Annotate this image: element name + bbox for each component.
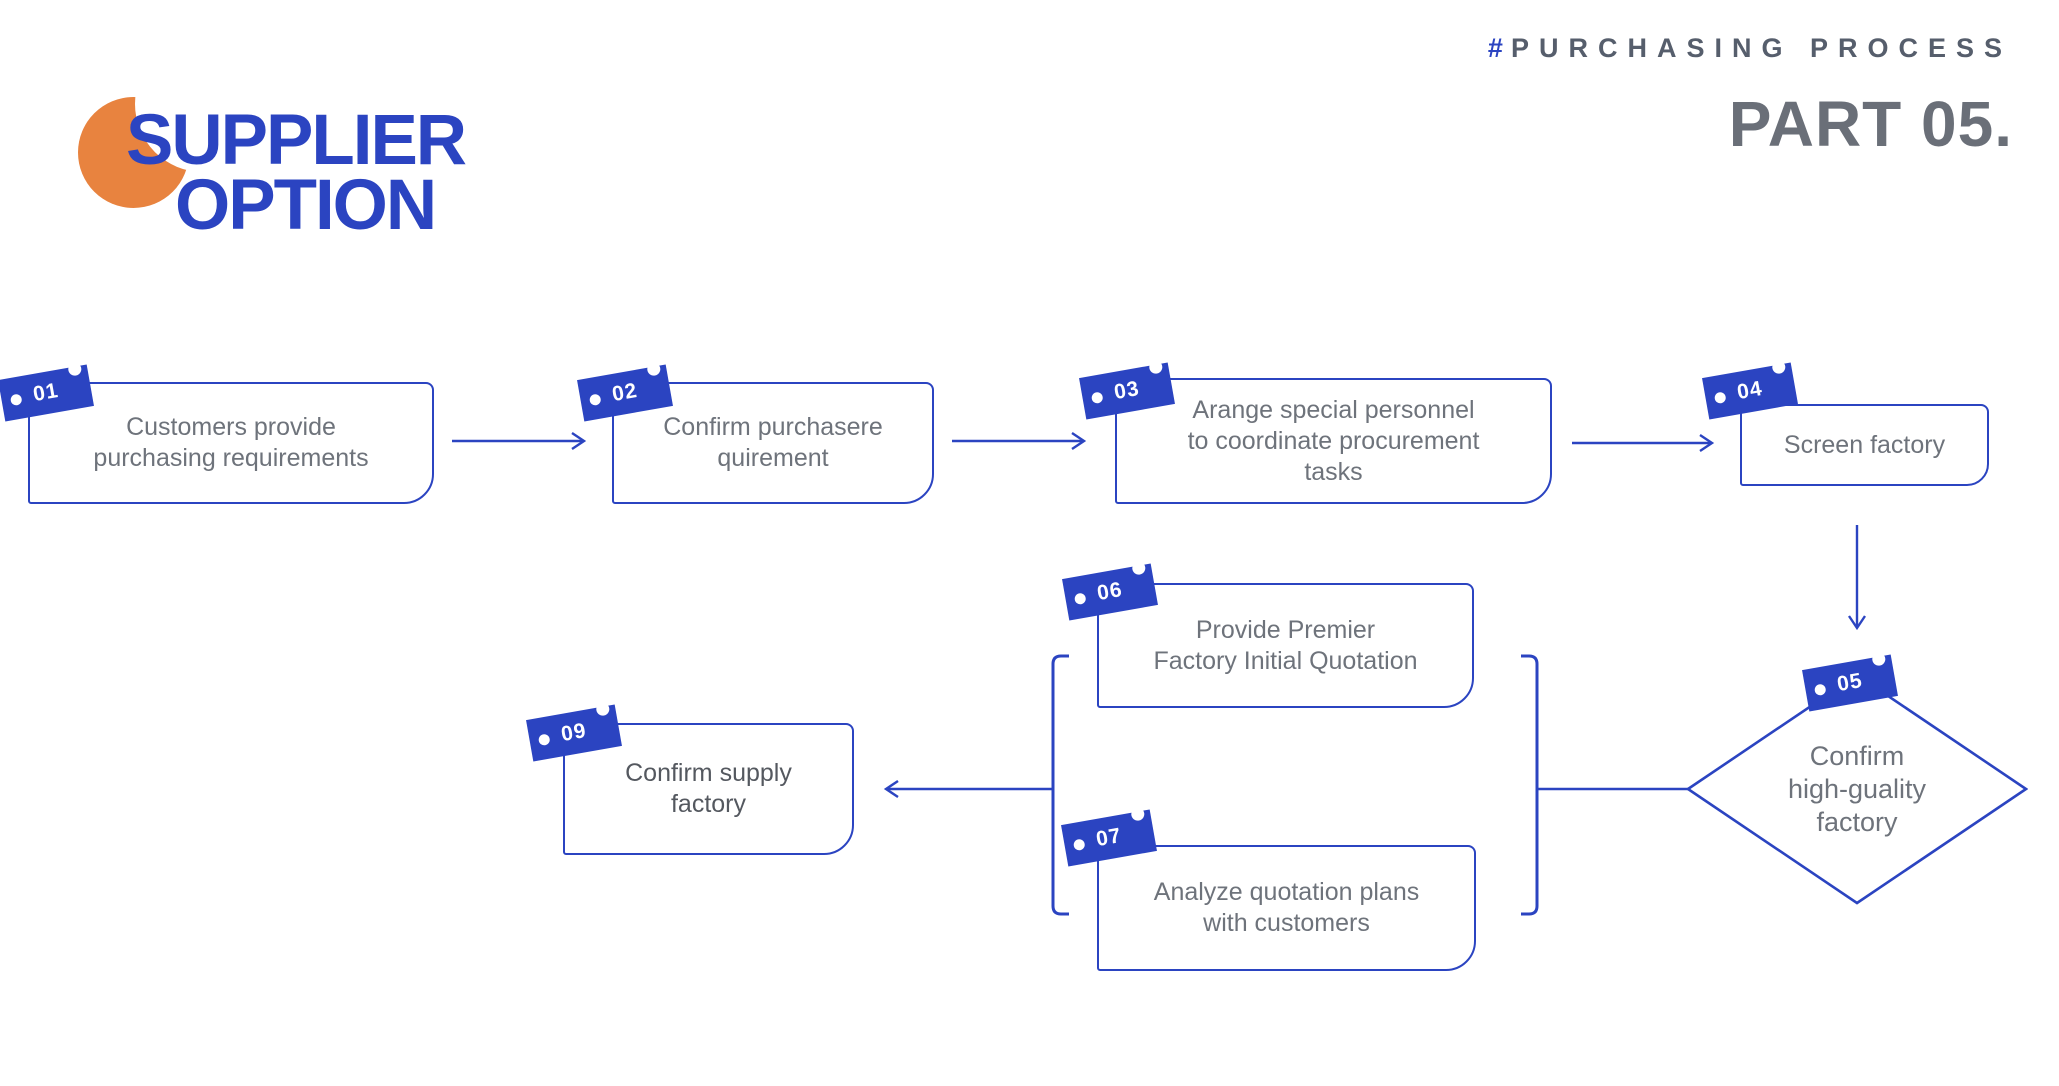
- node-05-label: Confirm high-guality factory: [1787, 741, 1927, 837]
- step-number: 02: [610, 378, 640, 407]
- arrow-01-02: [452, 432, 587, 450]
- node-09-label: Confirm supply: [625, 759, 792, 787]
- flow-node-06: Provide Premier Factory Initial Quotatio…: [1097, 583, 1474, 708]
- arrow-bracket-09: [883, 780, 1053, 798]
- badge-dot-icon: [537, 733, 551, 747]
- step-number: 01: [31, 378, 61, 407]
- logo-supplier-text: SUPPLIER: [126, 101, 467, 180]
- step-number: 04: [1735, 376, 1765, 405]
- logo-option-text: OPTION: [175, 166, 437, 245]
- kicker: #PURCHASING PROCESS: [1488, 33, 2012, 64]
- badge-dot-icon: [1813, 683, 1827, 697]
- part-title: PART 05.: [1728, 88, 2013, 160]
- node-01-label: Customers provide: [126, 413, 336, 441]
- flow-node-03: Arange special personnel to coordinate p…: [1115, 378, 1552, 504]
- node-06-label: Provide Premier: [1195, 615, 1376, 644]
- kicker-label: PURCHASING PROCESS: [1510, 33, 2012, 63]
- badge-dot-icon: [1090, 391, 1104, 405]
- badge-dot-icon: [588, 393, 602, 407]
- badge-dot-icon: [1073, 592, 1087, 606]
- arrow-03-04: [1572, 434, 1715, 452]
- bracket-left: [1051, 654, 1069, 916]
- node-07-label: Analyze quotation plans: [1153, 878, 1420, 906]
- arrow-04-05: [1848, 525, 1866, 631]
- node-02-label: Confirm purchasere: [663, 413, 883, 441]
- flow-node-09: Confirm supply factory: [563, 723, 854, 855]
- badge-dot-icon: [1713, 391, 1727, 405]
- bracket-right: [1521, 654, 1539, 916]
- step-number: 09: [559, 718, 589, 747]
- logo-blob-notch: [135, 36, 271, 172]
- step-number: 06: [1095, 577, 1125, 606]
- step-number: 07: [1094, 823, 1124, 852]
- step-number: 05: [1835, 668, 1865, 697]
- badge-dot-icon: [9, 393, 23, 407]
- flow-node-04: Screen factory: [1740, 404, 1989, 486]
- flow-node-07: Analyze quotation plans with customers: [1097, 845, 1476, 971]
- decision-diamond-shape: [1685, 673, 2029, 905]
- node-03-label: Arange special personnel: [1192, 395, 1475, 424]
- flow-node-01: Customers provide purchasing requirement…: [28, 382, 434, 504]
- step-number: 03: [1112, 376, 1142, 405]
- hash-icon: #: [1487, 33, 1503, 63]
- arrow-02-03: [952, 432, 1087, 450]
- node-04-label: Screen factory: [1783, 430, 1946, 459]
- badge-dot-icon: [1072, 838, 1086, 852]
- flow-node-05: [1685, 671, 2029, 907]
